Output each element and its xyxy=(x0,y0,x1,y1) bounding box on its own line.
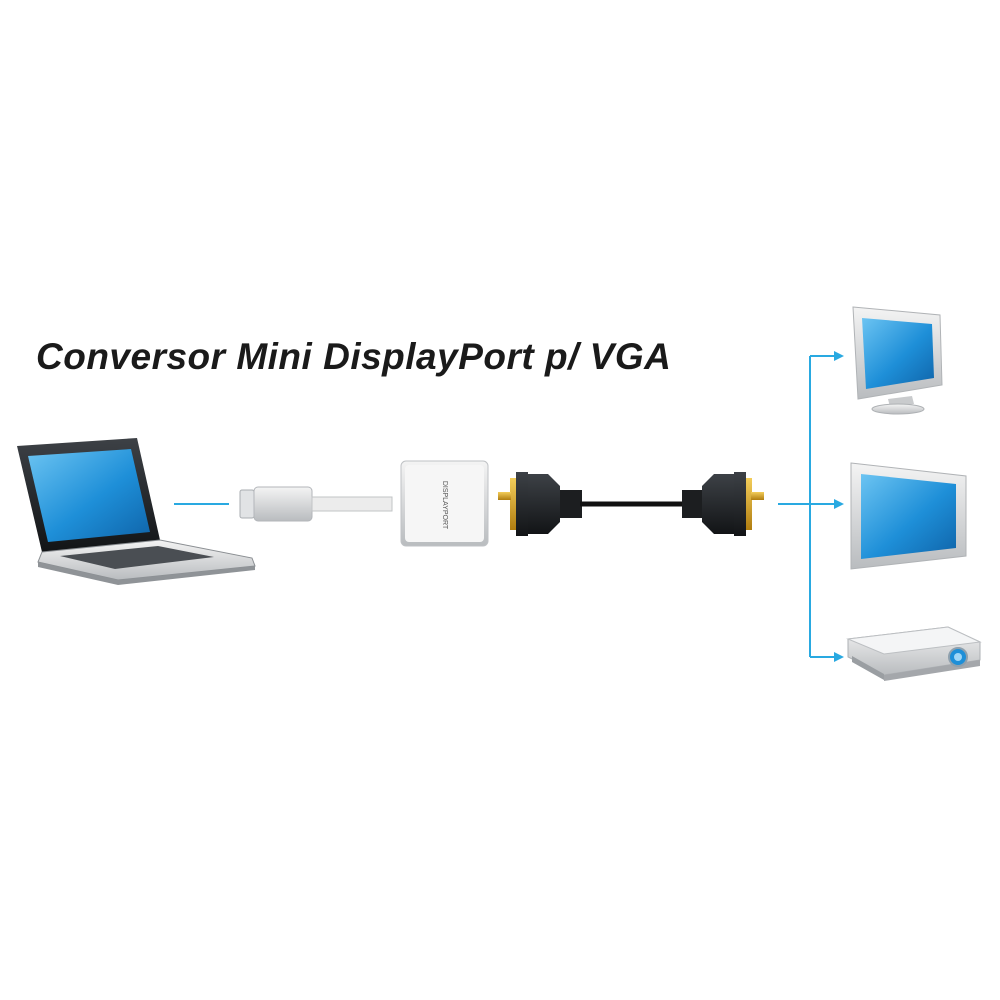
laptop-icon xyxy=(17,438,256,585)
adapter-label: DISPLAYPORT xyxy=(441,481,448,530)
adapter-box: DISPLAYPORT xyxy=(400,460,489,547)
mini-displayport-plug xyxy=(239,486,393,522)
vga-connector-left xyxy=(498,472,582,536)
lcd-monitor-icon xyxy=(850,462,967,570)
diagram-title: Conversor Mini DisplayPort p/ VGA xyxy=(36,336,672,377)
output-distribution-lines xyxy=(778,351,844,662)
projector-icon xyxy=(846,626,982,681)
vga-connector-right xyxy=(682,472,764,536)
crt-monitor-icon xyxy=(852,306,943,415)
